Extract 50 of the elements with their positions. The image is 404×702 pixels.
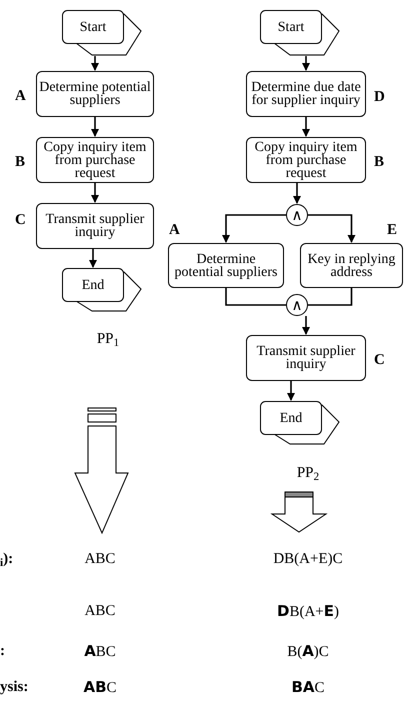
sequence-text: ABC [84, 552, 116, 567]
event-shape [260, 10, 340, 56]
node-text: Copy inquiry item from purchase request [254, 140, 358, 180]
sequence-text: B(A)C [286, 644, 330, 660]
sequence-text: PP$_{1}$ [96, 332, 120, 347]
row-label: : [0, 644, 5, 659]
node-text: Copy inquiry item from purchase request [42, 140, 148, 180]
step-letter: E [387, 223, 398, 238]
connector-arrow [89, 249, 97, 268]
node-text: Key in replying address [306, 252, 396, 278]
event-shape [62, 10, 142, 56]
event-shape [62, 268, 142, 312]
connector-arrow [91, 117, 99, 137]
connector-arrow [222, 214, 286, 243]
connector-arrow [308, 214, 356, 243]
step-letter: A [15, 89, 26, 104]
sequence-text: BAC [290, 680, 326, 696]
step-letter: B [15, 155, 26, 170]
sequence-text: ABC [84, 604, 116, 619]
node-text: Determine potential suppliers [39, 81, 151, 107]
sequence-text: ABC [83, 644, 117, 660]
connector-arrow [91, 56, 99, 71]
node-text: Transmit supplier inquiry [44, 213, 146, 239]
node-text: Determine due date for supplier inquiry [250, 81, 362, 107]
node-text: End [280, 412, 302, 424]
connector-arrow [302, 117, 310, 137]
connector-arrow [293, 183, 301, 204]
event-shape [260, 401, 340, 445]
connector-arrow [302, 56, 310, 71]
sequence-text: ABC [82, 680, 118, 696]
step-letter: A [169, 223, 180, 238]
node-text: Start [80, 20, 106, 34]
step-letter: B [374, 155, 384, 170]
step-letter: C [15, 213, 26, 228]
connector-arrow [287, 381, 295, 401]
step-letter: D [374, 90, 385, 105]
sequence-text: DB(A+E) [276, 604, 340, 620]
step-letter: C [374, 353, 385, 368]
node-text: End [82, 278, 104, 292]
node-text: Start [278, 20, 304, 34]
row-label: ysis: [0, 680, 28, 695]
connector-arrow [91, 183, 99, 203]
node-text: Determine potential suppliers [173, 252, 279, 278]
sequence-text: PP$_{2}$ [296, 466, 320, 481]
node-text: ∧ [292, 208, 302, 222]
connector-arrow [302, 316, 310, 335]
row-label: $_{i}$): [0, 552, 14, 567]
node-text: Transmit supplier inquiry [256, 345, 356, 371]
sequence-text: DB(A+E)C [272, 552, 344, 567]
node-text: ∧ [292, 298, 302, 312]
